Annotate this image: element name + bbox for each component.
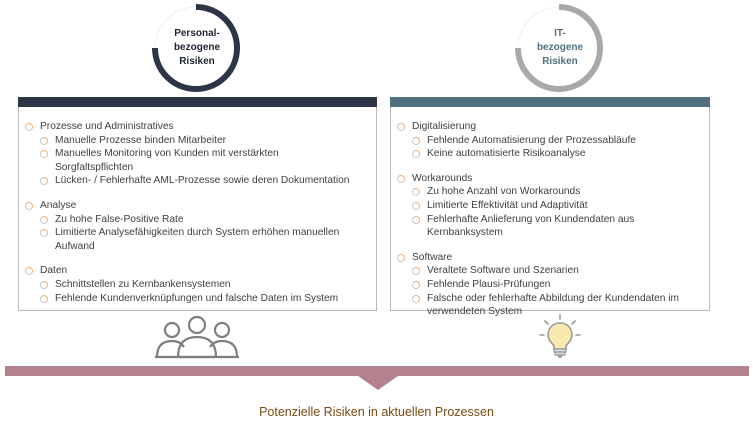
bullet-icon xyxy=(397,253,405,262)
risk-item-text: Schnittstellen zu Kernbankensystemen xyxy=(55,278,231,290)
bullet-icon xyxy=(40,229,48,238)
risk-group-title-text: Daten xyxy=(40,265,68,277)
risk-group-title: Workarounds xyxy=(395,172,709,186)
risk-item: Schnittstellen zu Kernbankensystemen xyxy=(38,278,376,292)
risk-item-text: Lücken- / Fehlerhafte AML-Prozesse sowie… xyxy=(55,175,350,187)
bullet-icon xyxy=(25,267,33,276)
personal-risk-heading-line: Risiken xyxy=(179,56,215,67)
risk-group-title: Analyse xyxy=(23,199,376,213)
risk-group-title-text: Workarounds xyxy=(412,172,473,184)
timeline-bar xyxy=(5,366,749,376)
personal-risk-heading-line: Personal- xyxy=(174,28,220,39)
bullet-icon xyxy=(412,294,420,303)
personal-risk-heading-line: bezogene xyxy=(173,42,221,53)
it-risk-panel-bar xyxy=(390,97,710,107)
bullet-icon xyxy=(412,188,420,197)
risk-item-text: Limitierte Analysefähigkeiten durch Syst… xyxy=(55,227,340,239)
risk-item-text: Fehlerhafte Anlieferung von Kundendaten … xyxy=(427,213,635,239)
it-risk-ring xyxy=(515,4,603,92)
risk-item-text: Fehlende Kundenverknüpfungen und falsche… xyxy=(55,292,339,304)
risk-item: Fehlende Plausi-Prüfungen xyxy=(410,278,709,292)
risk-item-text: Sorgfaltspflichten xyxy=(55,161,134,173)
risk-item: Falsche oder fehlerhafte Abbildung der K… xyxy=(410,292,709,319)
bullet-icon xyxy=(40,150,48,159)
risk-item-text: Keine automatisierte Risikoanalyse xyxy=(427,148,586,160)
bullet-icon xyxy=(25,201,33,210)
risk-item-text: Zu hohe False-Positive Rate xyxy=(55,213,184,225)
it-risk-heading-line: IT- xyxy=(554,28,566,39)
bullet-icon xyxy=(412,215,420,224)
risk-group-title: Prozesse und Administratives xyxy=(23,120,376,134)
risk-item-text: Fehlende Automatisierung der Prozessablä… xyxy=(427,134,636,146)
personal-risk-panel-bar xyxy=(18,97,377,107)
risk-group: Workarounds Zu hohe Anzahl von Workaround… xyxy=(395,172,709,240)
it-risk-heading: IT- bezogene Risiken xyxy=(529,27,591,69)
bullet-icon xyxy=(397,123,405,131)
risk-group-title-text: Software xyxy=(412,251,453,263)
risk-item-text: Limitierte Effektivität und Adaptivität xyxy=(427,199,588,211)
risk-item: Veraltete Software und Szenarien xyxy=(410,264,709,278)
risk-item-text: Veraltete Software und Szenarien xyxy=(427,265,579,277)
risk-group-title: Daten xyxy=(23,264,376,278)
bullet-icon xyxy=(40,280,48,289)
risk-item-text: Manuelle Prozesse binden Mitarbeiter xyxy=(55,134,227,146)
risk-item-text: Zu hohe Anzahl von Workarounds xyxy=(427,186,581,198)
risk-item: Manuelle Prozesse binden Mitarbeiter xyxy=(38,134,376,148)
risk-group-title-text: Analyse xyxy=(40,199,77,211)
risk-item-text: verwendeten System xyxy=(427,306,523,318)
risk-item: Limitierte Effektivität und Adaptivität xyxy=(410,199,709,213)
it-risk-heading-line: bezogene xyxy=(536,42,584,53)
people-group-icon xyxy=(155,315,239,359)
bullet-icon xyxy=(397,174,405,183)
bullet-icon xyxy=(412,280,420,289)
risk-item: Zu hohe False-Positive Rate xyxy=(38,213,376,227)
risk-item: Limitierte Analysefähigkeiten durch Syst… xyxy=(38,226,376,253)
risk-item: Fehlende Kundenverknüpfungen und falsche… xyxy=(38,292,376,306)
bullet-icon xyxy=(412,201,420,210)
risk-item: Manuelles Monitoring von Kunden mit vers… xyxy=(38,147,376,174)
it-risk-heading-line: Risiken xyxy=(542,56,578,67)
risk-item-text: Fehlende Plausi-Prüfungen xyxy=(427,278,551,290)
risk-group-title: Digitalisierung xyxy=(395,120,709,134)
risk-item-text: Aufwand xyxy=(55,240,95,252)
risk-group-title-text: Digitalisierung xyxy=(412,121,476,132)
bullet-icon xyxy=(40,136,48,145)
bullet-icon xyxy=(412,136,420,145)
bullet-icon xyxy=(412,267,420,276)
bullet-icon xyxy=(412,150,420,159)
risk-group-title: Software xyxy=(395,251,709,265)
risk-item: Fehlende Automatisierung der Prozessablä… xyxy=(410,134,709,148)
risk-item: Fehlerhafte Anlieferung von Kundendaten … xyxy=(410,213,709,240)
personal-risk-heading: Personal- bezogene Risiken xyxy=(166,27,228,69)
risk-item: Keine automatisierte Risikoanalyse xyxy=(410,147,709,161)
timeline-arrow xyxy=(358,376,398,390)
footer-caption: Potenzielle Risiken in aktuellen Prozess… xyxy=(259,405,494,419)
bullet-icon xyxy=(40,294,48,303)
bullet-icon xyxy=(40,177,48,186)
risk-item: Lücken- / Fehlerhafte AML-Prozesse sowie… xyxy=(38,174,376,188)
risk-group-title-text: Prozesse und Administratives xyxy=(40,121,174,132)
bullet-icon xyxy=(40,215,48,224)
personal-risk-ring xyxy=(152,4,240,92)
bullet-icon xyxy=(25,123,33,131)
lightbulb-icon xyxy=(539,314,581,358)
risk-item-text: Falsche oder fehlerhafte Abbildung der K… xyxy=(427,292,680,304)
risk-item: Zu hohe Anzahl von Workarounds xyxy=(410,185,709,199)
risk-item-text: Manuelles Monitoring von Kunden mit vers… xyxy=(55,148,279,160)
